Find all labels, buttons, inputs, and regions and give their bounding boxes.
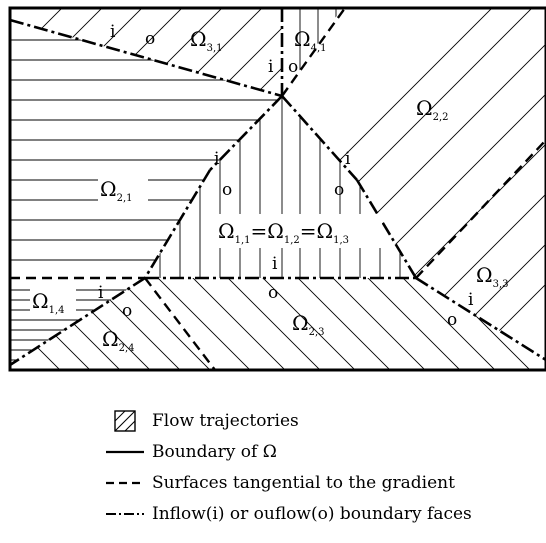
label-omega-2-2: Ω2,2	[416, 96, 449, 123]
dashed-line-icon	[106, 472, 144, 494]
face-1-right	[281, 95, 358, 181]
face-1-right-lower	[355, 179, 418, 279]
outflow-mark: o	[334, 180, 344, 200]
outflow-mark: o	[222, 180, 232, 200]
label-omega-1-4: Ω1,4	[32, 289, 65, 316]
legend-label: Inflow(i) or ouflow(o) boundary faces	[152, 504, 472, 524]
legend-item-inflow-outflow: Inflow(i) or ouflow(o) boundary faces	[106, 500, 472, 528]
inflow-mark: i	[468, 290, 474, 310]
inflow-mark: i	[98, 283, 104, 303]
label-omega-3-1: Ω3,1	[190, 27, 223, 54]
face-3-1-to-2-1	[9, 18, 283, 98]
hatched-square-icon	[106, 410, 144, 432]
domain-boundary	[8, 6, 546, 372]
face-3-3-to-2-3	[415, 276, 546, 362]
label-omega-2-1: Ω2,1	[100, 177, 133, 204]
region-labels: Ω3,1 Ω4,1 Ω2,2 Ω2,1 Ω3,3 Ω1,4 Ω2,4 Ω2,3 …	[30, 27, 509, 354]
hatch-omega-1	[159, 96, 401, 278]
hatch-omega-3-1	[10, 8, 282, 96]
label-omega-4-1: Ω4,1	[294, 27, 327, 54]
io-markers: i o i o i o i o i o i o i o	[98, 22, 474, 330]
face-1-left	[209, 95, 283, 171]
legend-item-flow-trajectories: Flow trajectories	[106, 407, 299, 435]
tangent-upper-right	[281, 7, 346, 97]
inflow-mark: i	[272, 254, 278, 274]
hatch-omega-2-2	[282, 8, 546, 360]
legend: Flow trajectories Boundary of Ω Surfaces…	[0, 385, 546, 543]
outflow-mark: o	[122, 301, 132, 321]
inflow-mark: i	[214, 149, 220, 169]
legend-label: Surfaces tangential to the gradient	[152, 473, 455, 493]
label-omega-3-3: Ω3,3	[476, 263, 509, 290]
label-omega-2-4: Ω2,4	[102, 327, 135, 354]
legend-label: Flow trajectories	[152, 411, 299, 431]
solid-line-icon	[106, 441, 144, 463]
label-omega-1-center: Ω1,1=Ω1,2=Ω1,3	[218, 219, 349, 246]
inflow-mark: i	[110, 22, 116, 42]
legend-label: Boundary of Ω	[152, 442, 277, 462]
domain-diagram: Ω3,1 Ω4,1 Ω2,2 Ω2,1 Ω3,3 Ω1,4 Ω2,4 Ω2,3 …	[8, 6, 546, 372]
legend-item-tangential: Surfaces tangential to the gradient	[106, 469, 455, 497]
tangent-lower	[144, 277, 216, 371]
outflow-mark: o	[447, 310, 457, 330]
hatch-omega-1-4	[10, 289, 145, 361]
face-1-left-lower	[143, 169, 212, 279]
inflow-mark: i	[268, 57, 274, 77]
label-omega-2-3: Ω2,3	[292, 311, 325, 338]
hatch-omega-4-1	[299, 8, 337, 96]
dash-dot-line-icon	[106, 503, 144, 525]
outflow-mark: o	[288, 57, 298, 77]
face-1-4-to-2-4	[9, 276, 146, 367]
legend-item-boundary: Boundary of Ω	[106, 438, 277, 466]
outflow-mark: o	[268, 283, 278, 303]
outflow-mark: o	[145, 29, 155, 49]
inflow-mark: i	[345, 149, 351, 169]
